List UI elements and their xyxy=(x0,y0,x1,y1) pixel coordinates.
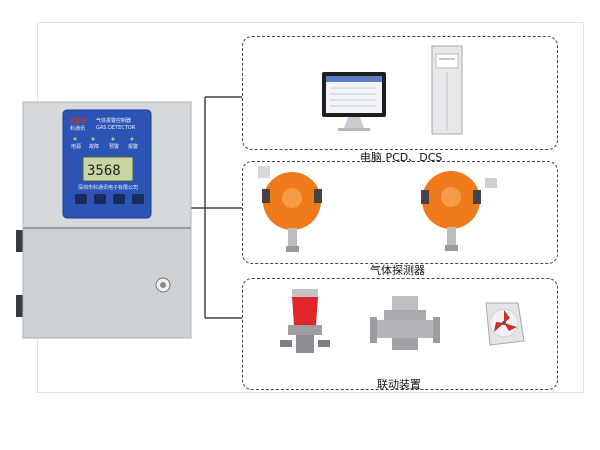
lcd-value: 3568 xyxy=(87,163,121,179)
linkage-group xyxy=(242,278,558,390)
connector-lines xyxy=(190,96,242,319)
indicator-label-fault: 故障 xyxy=(89,143,99,150)
company-name: 深圳市科通讯电子有限公司 xyxy=(78,184,138,191)
controller-subtitle: GAS DETECTOR xyxy=(96,125,136,131)
monitor-icon xyxy=(322,72,386,131)
detector-group xyxy=(242,161,558,264)
brand-name: 科通讯 xyxy=(70,125,85,132)
gas-alarm-controller: KEO 科通讯 气体报警控制器 GAS DETECTOR 电源 故障 预警 报警… xyxy=(16,101,192,339)
indicator-label-alarm: 报警 xyxy=(128,143,138,150)
gas-detector-icon xyxy=(258,166,322,252)
indicator-label-power: 电源 xyxy=(71,143,81,150)
solenoid-valve-icon xyxy=(370,296,440,350)
brand-logo: KEO xyxy=(70,117,86,125)
group-caption-detector: 气体探测器 xyxy=(370,264,425,277)
controller-title: 气体报警控制器 xyxy=(96,117,131,124)
gas-detector-icon xyxy=(421,171,497,251)
alarm-light-icon xyxy=(280,289,330,353)
indicator-label-prealarm: 预警 xyxy=(109,143,119,150)
computer-group xyxy=(242,36,558,150)
group-caption-linkage: 联动装置 xyxy=(377,378,421,391)
lcd-display xyxy=(82,156,134,182)
cabinet-icon xyxy=(431,45,463,135)
group-caption-computer: 电脑 PCD、DCS xyxy=(360,151,443,164)
control-buttons xyxy=(75,194,144,204)
indicator-leds xyxy=(73,137,134,141)
exhaust-fan-icon xyxy=(485,302,525,346)
